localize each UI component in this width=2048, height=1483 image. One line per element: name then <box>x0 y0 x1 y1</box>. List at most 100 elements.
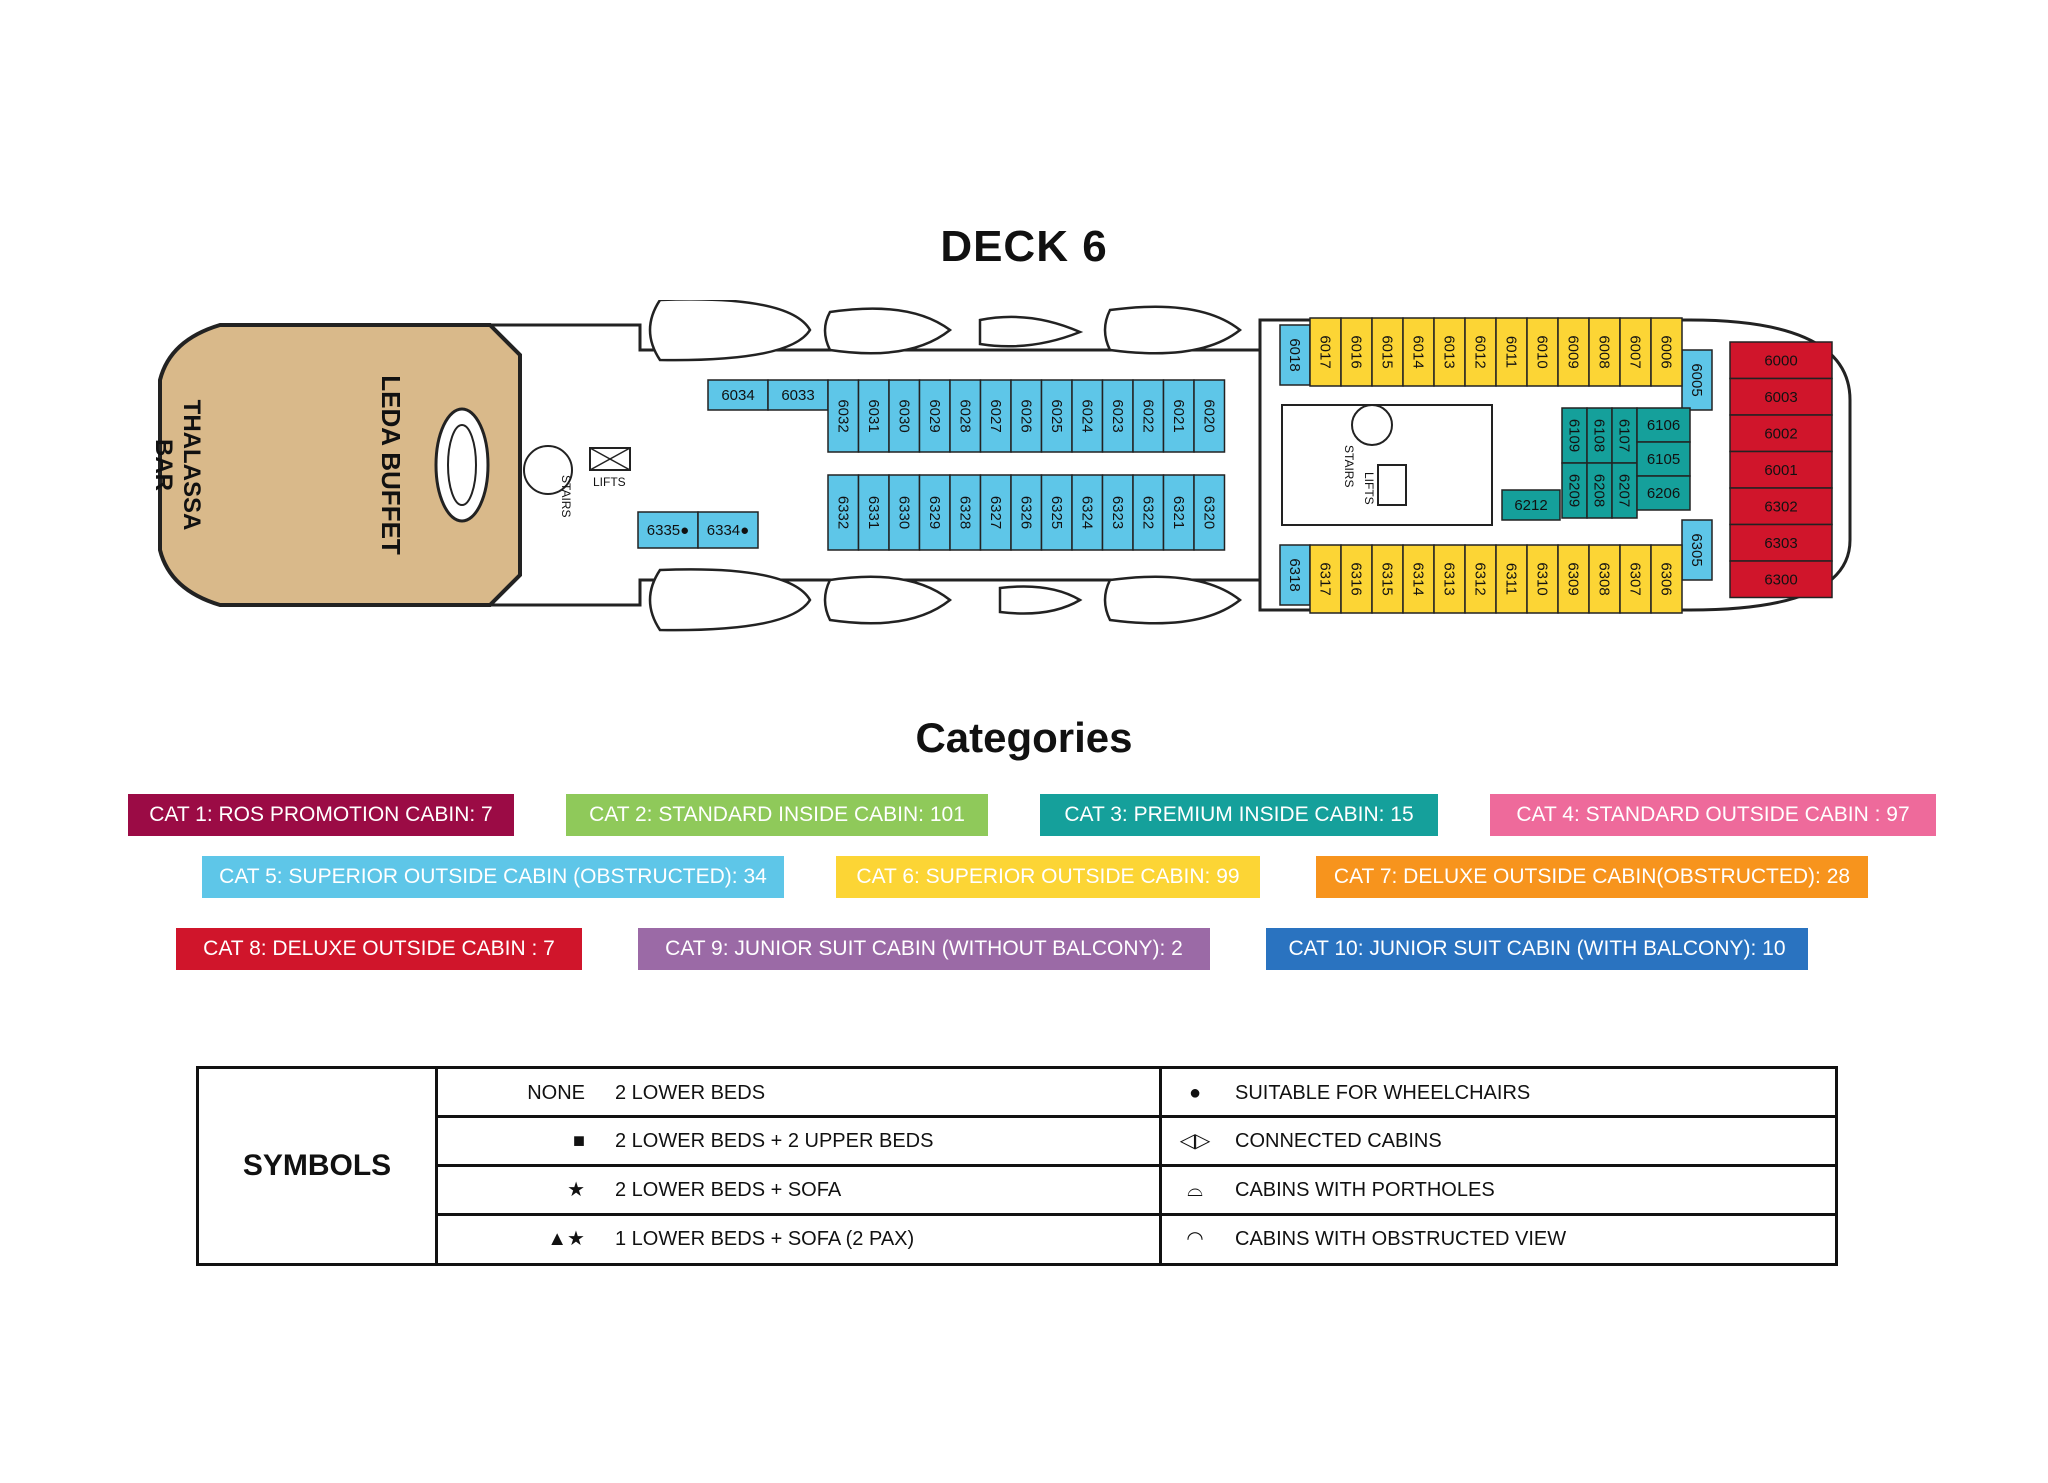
cabin-6025: 6025 <box>1040 379 1073 453</box>
cabin-6016: 6016 <box>1340 317 1373 387</box>
cabin-6003: 6003 <box>1729 377 1833 416</box>
cabin-6012: 6012 <box>1464 317 1497 387</box>
category-2: CAT 2: STANDARD INSIDE CABIN: 101 <box>566 794 988 836</box>
cabin-6322: 6322 <box>1132 474 1165 551</box>
cabin-6109: 6109 <box>1561 407 1588 464</box>
cabin-number: 6024 <box>1078 399 1095 432</box>
cabin-number: 6012 <box>1472 335 1489 368</box>
cabin-6315: 6315 <box>1371 544 1404 614</box>
cabin-number: 6300 <box>1764 571 1797 588</box>
cabin-6029: 6029 <box>918 379 951 453</box>
symbols-legend: SYMBOLS NONE 2 LOWER BEDS ● SUITABLE FOR… <box>196 1066 1838 1266</box>
cabin-number: 6306 <box>1658 562 1675 595</box>
connected-cabins-icon: ◁▷ <box>1179 1130 1211 1152</box>
cabin-number: 6309 <box>1565 562 1582 595</box>
cabin-6206: 6206 <box>1636 475 1691 511</box>
wheelchair-icon: ● <box>1188 1082 1202 1104</box>
cabin-6107: 6107 <box>1611 407 1638 464</box>
cabin-number: 6030 <box>895 399 912 432</box>
cabin-6326: 6326 <box>1010 474 1043 551</box>
cabin-number: 6303 <box>1764 535 1797 552</box>
cabin-6106: 6106 <box>1636 407 1691 443</box>
symbol-row-1: NONE 2 LOWER BEDS ● SUITABLE FOR WHEELCH… <box>435 1069 1835 1117</box>
category-6: CAT 6: SUPERIOR OUTSIDE CABIN: 99 <box>836 856 1260 898</box>
cabin-6321: 6321 <box>1162 474 1195 551</box>
cabin-number: 6003 <box>1764 389 1797 406</box>
cabin-number: 6109 <box>1566 419 1583 452</box>
cabin-6010: 6010 <box>1526 317 1559 387</box>
cabin-number: 6022 <box>1139 399 1156 432</box>
symbol-desc: 2 LOWER BEDS <box>615 1082 766 1104</box>
symbol-desc: 1 LOWER BEDS + SOFA (2 PAX) <box>615 1228 915 1250</box>
cabin-6311: 6311 <box>1495 544 1528 614</box>
cabin-number: 6015 <box>1379 335 1396 368</box>
cabin-number: 6027 <box>987 399 1004 432</box>
cabin-6208: 6208 <box>1586 462 1613 519</box>
cabin-6108: 6108 <box>1586 407 1613 464</box>
cabin-number: 6006 <box>1658 335 1675 368</box>
cabin-6323: 6323 <box>1101 474 1134 551</box>
category-7: CAT 7: DELUXE OUTSIDE CABIN(OBSTRUCTED):… <box>1316 856 1868 898</box>
cabin-number: 6332 <box>834 496 851 529</box>
porthole-icon: ⌓ <box>1187 1179 1203 1201</box>
symbol-row-3: ★ 2 LOWER BEDS + SOFA ⌓ CABINS WITH PORT… <box>435 1166 1835 1214</box>
cabin-number: 6322 <box>1139 496 1156 529</box>
symbol-desc: 2 LOWER BEDS + SOFA <box>615 1179 842 1201</box>
cabin-6306: 6306 <box>1650 544 1683 614</box>
cabin-number: 6108 <box>1591 419 1608 452</box>
cabin-6005: 6005 <box>1681 349 1713 411</box>
cabin-number: 6316 <box>1348 562 1365 595</box>
cabin-number: 6305 <box>1688 533 1705 566</box>
cabin-6011: 6011 <box>1495 317 1528 387</box>
deck-plan: LEDA BUFFET THALASSA BAR STAIRS LIFTS ST… <box>150 300 1852 632</box>
cabin-number: 6001 <box>1764 462 1797 479</box>
symbol-desc: SUITABLE FOR WHEELCHAIRS <box>1235 1082 1531 1104</box>
cabin-6021: 6021 <box>1162 379 1195 453</box>
cabin-number: 6107 <box>1616 419 1633 452</box>
symbol-mark: NONE <box>527 1082 585 1104</box>
bar-label-line2: BAR <box>150 439 177 491</box>
deck-title: DECK 6 <box>940 222 1108 271</box>
category-8: CAT 8: DELUXE OUTSIDE CABIN : 7 <box>176 928 582 970</box>
cabin-6014: 6014 <box>1402 317 1435 387</box>
cabin-6022: 6022 <box>1132 379 1165 453</box>
cabin-6314: 6314 <box>1402 544 1435 614</box>
cabin-6105: 6105 <box>1636 441 1691 477</box>
cabin-6024: 6024 <box>1071 379 1104 453</box>
cabin-6026: 6026 <box>1010 379 1043 453</box>
cabin-number: 6010 <box>1534 335 1551 368</box>
cabin-number: 6329 <box>926 496 943 529</box>
category-3: CAT 3: PREMIUM INSIDE CABIN: 15 <box>1040 794 1438 836</box>
cabin-number: 6302 <box>1764 498 1797 515</box>
cabin-number: 6032 <box>834 399 851 432</box>
cabin-number: 6013 <box>1441 335 1458 368</box>
cabin-number: 6018 <box>1286 338 1303 371</box>
cabin-number: 6331 <box>865 496 882 529</box>
category-5: CAT 5: SUPERIOR OUTSIDE CABIN (OBSTRUCTE… <box>202 856 784 898</box>
cabin-number: 6318 <box>1286 558 1303 591</box>
stairs-label-bow: STAIRS <box>1342 445 1356 487</box>
cabin-number: 6328 <box>956 496 973 529</box>
cabin-number: 6315 <box>1379 562 1396 595</box>
cabin-number: 6320 <box>1200 496 1217 529</box>
category-1: CAT 1: ROS PROMOTION CABIN: 7 <box>128 794 514 836</box>
stairs-icon-bow <box>1351 404 1393 446</box>
cabin-6320: 6320 <box>1193 474 1226 551</box>
cabin-6307: 6307 <box>1619 544 1652 614</box>
cabin-6007: 6007 <box>1619 317 1652 387</box>
cabin-6335●: 6335● <box>637 511 699 549</box>
cabin-6309: 6309 <box>1557 544 1590 614</box>
cabin-6316: 6316 <box>1340 544 1373 614</box>
cabin-6212: 6212 <box>1501 489 1561 521</box>
cabin-number: 6313 <box>1441 562 1458 595</box>
cabin-6006: 6006 <box>1650 317 1683 387</box>
stairs-label: STAIRS <box>559 475 573 517</box>
cabin-6002: 6002 <box>1729 414 1833 453</box>
cabin-6334●: 6334● <box>697 511 759 549</box>
cabin-number: 6106 <box>1647 417 1680 434</box>
cabin-6312: 6312 <box>1464 544 1497 614</box>
cabin-6305: 6305 <box>1681 519 1713 581</box>
buffet-counter <box>434 407 490 523</box>
category-4: CAT 4: STANDARD OUTSIDE CABIN : 97 <box>1490 794 1936 836</box>
cabin-number: 6325 <box>1048 496 1065 529</box>
